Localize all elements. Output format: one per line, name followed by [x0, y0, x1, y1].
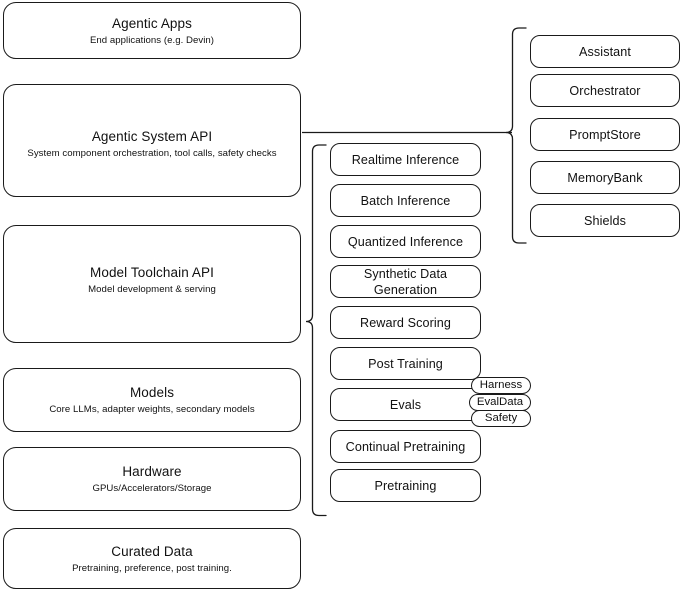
layer-hardware[interactable]: Hardware GPUs/Accelerators/Storage [3, 447, 301, 511]
toolchain-component-post-training[interactable]: Post Training [330, 347, 481, 380]
toolchain-component-label: Pretraining [374, 478, 437, 493]
layer-title: Agentic System API [91, 128, 213, 144]
toolchain-component-batch-inference[interactable]: Batch Inference [330, 184, 481, 217]
system-component-memorybank[interactable]: MemoryBank [530, 161, 680, 194]
system-component-shields[interactable]: Shields [530, 204, 680, 237]
layer-model-toolchain-api[interactable]: Model Toolchain API Model development & … [3, 225, 301, 343]
layer-agentic-system-api[interactable]: Agentic System API System component orch… [3, 84, 301, 197]
layer-title: Curated Data [111, 543, 193, 559]
layer-curated-data[interactable]: Curated Data Pretraining, preference, po… [3, 528, 301, 589]
brace-system-components [505, 27, 527, 244]
toolchain-component-label: Quantized Inference [347, 234, 464, 249]
layer-agentic-apps[interactable]: Agentic Apps End applications (e.g. Devi… [3, 2, 301, 59]
layer-subtitle: Pretraining, preference, post training. [72, 562, 232, 574]
toolchain-component-quantized-inference[interactable]: Quantized Inference [330, 225, 481, 258]
toolchain-component-label: Reward Scoring [360, 315, 451, 330]
layer-subtitle: System component orchestration, tool cal… [27, 147, 277, 159]
layer-title: Models [129, 385, 175, 400]
toolchain-component-evals[interactable]: Evals [330, 388, 481, 421]
system-component-label: MemoryBank [567, 170, 643, 185]
system-component-label: Orchestrator [569, 83, 641, 98]
evals-subcomponent-harness[interactable]: Harness [471, 377, 531, 394]
toolchain-component-synthetic-data-generation[interactable]: Synthetic Data Generation [330, 265, 481, 298]
toolchain-component-pretraining[interactable]: Pretraining [330, 469, 481, 502]
evals-subcomponent-label: EvalData [476, 396, 524, 408]
layer-subtitle: End applications (e.g. Devin) [89, 34, 215, 46]
layer-subtitle: Core LLMs, adapter weights, secondary mo… [49, 404, 255, 415]
evals-subcomponent-evaldata[interactable]: EvalData [469, 394, 531, 411]
toolchain-component-label: Continual Pretraining [345, 439, 466, 454]
evals-subcomponent-label: Harness [479, 379, 523, 391]
brace-toolchain-components [305, 144, 327, 517]
toolchain-component-label: Batch Inference [360, 193, 451, 208]
toolchain-component-label: Realtime Inference [351, 152, 460, 167]
evals-subcomponent-label: Safety [484, 412, 518, 424]
system-component-label: Assistant [579, 44, 631, 59]
system-component-promptstore[interactable]: PromptStore [530, 118, 680, 151]
system-component-orchestrator[interactable]: Orchestrator [530, 74, 680, 107]
toolchain-component-label: Evals [389, 397, 422, 412]
toolchain-component-continual-pretraining[interactable]: Continual Pretraining [330, 430, 481, 463]
layer-title: Agentic Apps [111, 15, 192, 31]
layer-subtitle: Model development & serving [88, 284, 216, 295]
system-component-assistant[interactable]: Assistant [530, 35, 680, 68]
toolchain-component-label: Post Training [368, 356, 443, 371]
layer-subtitle: GPUs/Accelerators/Storage [92, 483, 212, 494]
system-component-label: Shields [583, 213, 626, 228]
toolchain-component-reward-scoring[interactable]: Reward Scoring [330, 306, 481, 339]
layer-models[interactable]: Models Core LLMs, adapter weights, secon… [3, 368, 301, 432]
toolchain-component-realtime-inference[interactable]: Realtime Inference [330, 143, 481, 176]
layer-title: Hardware [122, 464, 182, 479]
layer-title: Model Toolchain API [90, 265, 214, 280]
toolchain-component-label: Synthetic Data Generation [363, 266, 448, 297]
system-component-label: PromptStore [569, 127, 641, 142]
evals-subcomponent-safety[interactable]: Safety [471, 410, 531, 427]
